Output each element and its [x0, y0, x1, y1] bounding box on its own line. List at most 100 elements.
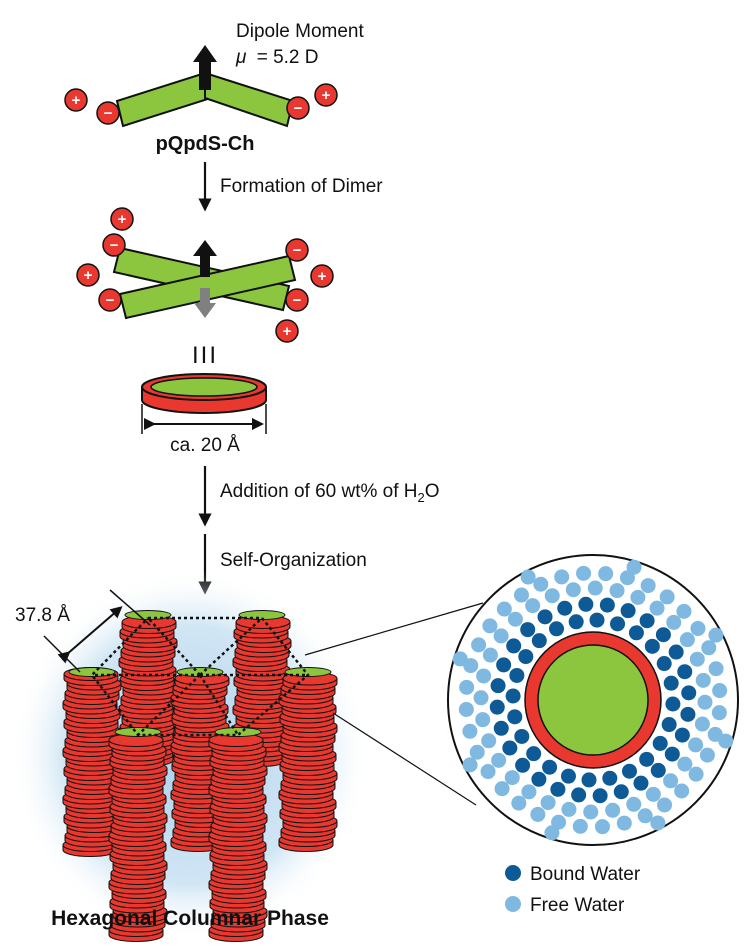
free-water-dot	[708, 661, 724, 677]
bound-water-dot	[655, 627, 671, 643]
free-water-dot	[637, 808, 653, 824]
bound-water-dot	[518, 649, 534, 665]
free-water-dot	[630, 589, 646, 605]
free-water-dot	[530, 806, 546, 822]
charge-minus: −	[286, 96, 310, 120]
svg-text:+: +	[318, 268, 327, 285]
charge-minus: −	[285, 288, 309, 312]
spacing-tick	[43, 635, 81, 673]
free-water-dot	[609, 583, 625, 599]
step-addition-label: Addition of 60 wt% of H2O	[220, 481, 440, 505]
monomer-right-arm	[204, 71, 295, 128]
free-water-dot	[491, 752, 507, 768]
dimer-arm-2	[118, 254, 297, 320]
dipole-title: Dipole Moment	[236, 21, 364, 42]
hex-spoke	[147, 617, 201, 676]
svg-text:−: −	[293, 292, 302, 309]
free-water-dot	[471, 637, 487, 653]
free-water-dot	[459, 679, 475, 695]
svg-text:+: +	[118, 211, 127, 228]
bound-water-dot	[674, 727, 690, 743]
bound-water-dot	[656, 656, 672, 672]
charge-minus: −	[102, 233, 126, 257]
column-stack-group	[62, 610, 338, 942]
charge-plus: +	[275, 319, 299, 343]
free-water-dot	[469, 744, 485, 760]
bound-water-dot	[578, 596, 594, 612]
zoom-line	[332, 712, 477, 806]
bound-water-dot	[602, 770, 618, 786]
svg-text:−: −	[294, 100, 303, 117]
free-water-dot	[493, 628, 509, 644]
bound-water-dot	[644, 638, 660, 654]
bound-water-dot	[650, 762, 666, 778]
bound-water-dot	[589, 612, 605, 628]
disc-column	[278, 667, 338, 852]
bound-water-dot	[668, 644, 684, 660]
free-water-dot	[701, 640, 717, 656]
free-water-dot	[482, 647, 498, 663]
bound-water-dot	[537, 609, 553, 625]
free-water-dot	[496, 601, 512, 617]
charge-plus: +	[76, 263, 100, 287]
svg-text:+: +	[72, 92, 81, 109]
free-water-dot	[626, 559, 642, 575]
free-water-dot	[695, 672, 711, 688]
dipole-arrow-shaft	[199, 60, 211, 90]
bound-water-dot	[489, 699, 505, 715]
bound-water-dot	[531, 771, 547, 787]
charge-minus: −	[98, 288, 122, 312]
free-water-dot	[594, 819, 610, 835]
legend-bound-water-swatch	[505, 865, 521, 881]
svg-text:+: +	[84, 267, 93, 284]
free-water-dot	[494, 781, 510, 797]
bound-water-dot	[599, 597, 615, 613]
free-water-dot	[677, 756, 693, 772]
charge-plus: +	[64, 88, 88, 112]
bound-water-dot	[652, 735, 668, 751]
phase-title: Hexagonal Columnar Phase	[51, 907, 329, 930]
bound-water-dot	[490, 678, 506, 694]
free-water-dot	[679, 632, 695, 648]
svg-text:+: +	[322, 87, 331, 104]
dimer-group: + − + − − + − +	[76, 207, 334, 343]
free-water-dot	[482, 618, 498, 634]
free-water-dot	[645, 786, 661, 802]
free-water-dot	[708, 627, 724, 643]
free-water-dot	[561, 801, 577, 817]
free-water-dot	[521, 784, 537, 800]
free-water-dot	[507, 611, 523, 627]
charge-plus: +	[314, 83, 338, 107]
free-water-dot	[513, 587, 529, 603]
disc-column	[208, 727, 268, 942]
step-self-org-label: Self-Organization	[220, 550, 367, 571]
free-water-dot	[576, 565, 592, 581]
disc-column	[108, 727, 168, 942]
hexagonal-lattice-lines	[90, 616, 310, 737]
free-water-dot	[688, 737, 704, 753]
bound-water-dot	[550, 781, 566, 797]
free-water-dot	[504, 770, 520, 786]
svg-text:+: +	[283, 323, 292, 340]
free-water-dot	[688, 766, 704, 782]
bound-water-dot	[568, 614, 584, 630]
spacing-tick	[109, 589, 151, 626]
free-water-dot	[626, 796, 642, 812]
bound-water-dot	[502, 740, 518, 756]
charge-minus: −	[285, 238, 309, 262]
bound-water-dot	[610, 616, 626, 632]
bound-water-dot	[507, 709, 523, 725]
monomer-left-arm	[115, 71, 213, 128]
svg-text:−: −	[293, 242, 302, 259]
free-water-dot	[640, 578, 656, 594]
free-water-dot	[650, 815, 666, 831]
bound-water-dot	[661, 717, 677, 733]
disc-size-label: ca. 20 Å	[170, 435, 240, 456]
bound-water-dot	[581, 772, 597, 788]
dipole-number: = 5.2 D	[257, 47, 319, 68]
free-water-dot	[462, 757, 478, 773]
bound-water-dot	[515, 757, 531, 773]
free-water-dot	[475, 712, 491, 728]
bound-water-dot	[620, 603, 636, 619]
